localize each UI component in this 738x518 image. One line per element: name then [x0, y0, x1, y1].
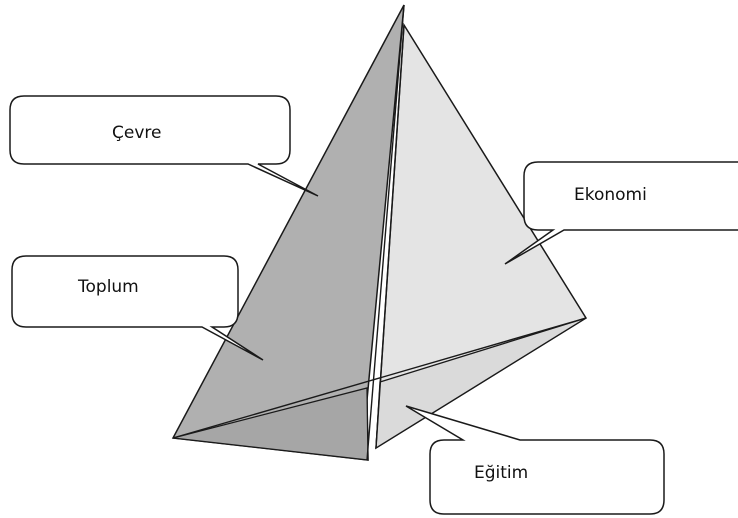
callout-toplum: [11, 255, 264, 361]
left-face: [171, 4, 405, 461]
front-edge: [366, 4, 405, 461]
callout-ekonomi: [504, 161, 738, 265]
callout-cevre: [9, 95, 319, 197]
label-ekonomi: Ekonomi: [574, 185, 647, 205]
label-toplum: Toplum: [78, 277, 139, 297]
label-egitim: Eğitim: [474, 463, 529, 483]
label-cevre: Çevre: [112, 123, 162, 143]
callout-egitim: [405, 405, 665, 515]
lower-left-face: [172, 387, 369, 461]
base-diagonal-edge: [172, 317, 587, 439]
